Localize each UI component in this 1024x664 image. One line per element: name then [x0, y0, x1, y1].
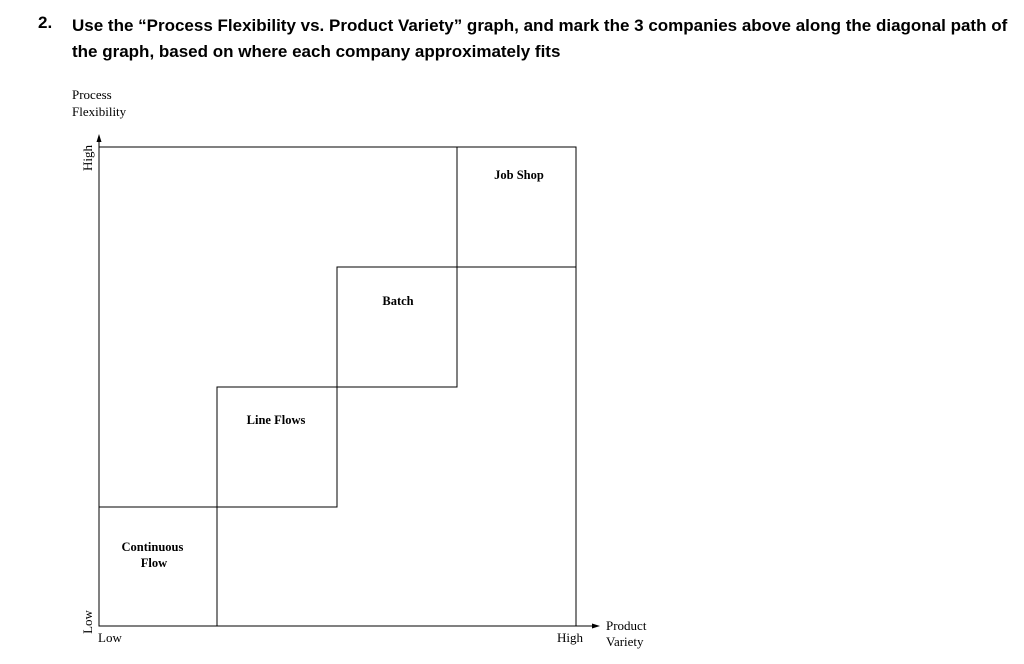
y-axis-title: Process Flexibility — [72, 87, 127, 119]
x-axis-title: Product Variety — [606, 618, 650, 649]
continuous-flow-label-line-1: Continuous — [122, 540, 184, 554]
y-axis-low-label: Low — [80, 609, 95, 633]
continuous-flow-label-line-2: Flow — [141, 556, 167, 570]
continuous-flow-label: Continuous Flow — [122, 540, 187, 570]
region-line-flows — [216, 386, 338, 508]
region-batch — [336, 266, 458, 388]
y-axis-title-line-2: Flexibility — [72, 104, 127, 119]
question-number: 2. — [38, 13, 53, 32]
y-axis-arrowhead — [96, 134, 102, 142]
line-flows-label: Line Flows — [247, 413, 306, 427]
y-axis-title-line-1: Process — [72, 87, 112, 102]
x-axis-title-line-2: Variety — [606, 634, 644, 649]
job-shop-label: Job Shop — [494, 168, 544, 182]
x-axis-low-label: Low — [98, 630, 122, 645]
region-job-shop — [456, 146, 577, 268]
batch-label: Batch — [382, 294, 413, 308]
question-text: Use the “Process Flexibility vs. Product… — [72, 16, 1008, 61]
x-axis-arrowhead — [592, 623, 600, 629]
x-axis-high-label: High — [557, 630, 584, 645]
x-axis-title-line-1: Product — [606, 618, 647, 633]
y-axis-high-label: High — [80, 145, 95, 172]
